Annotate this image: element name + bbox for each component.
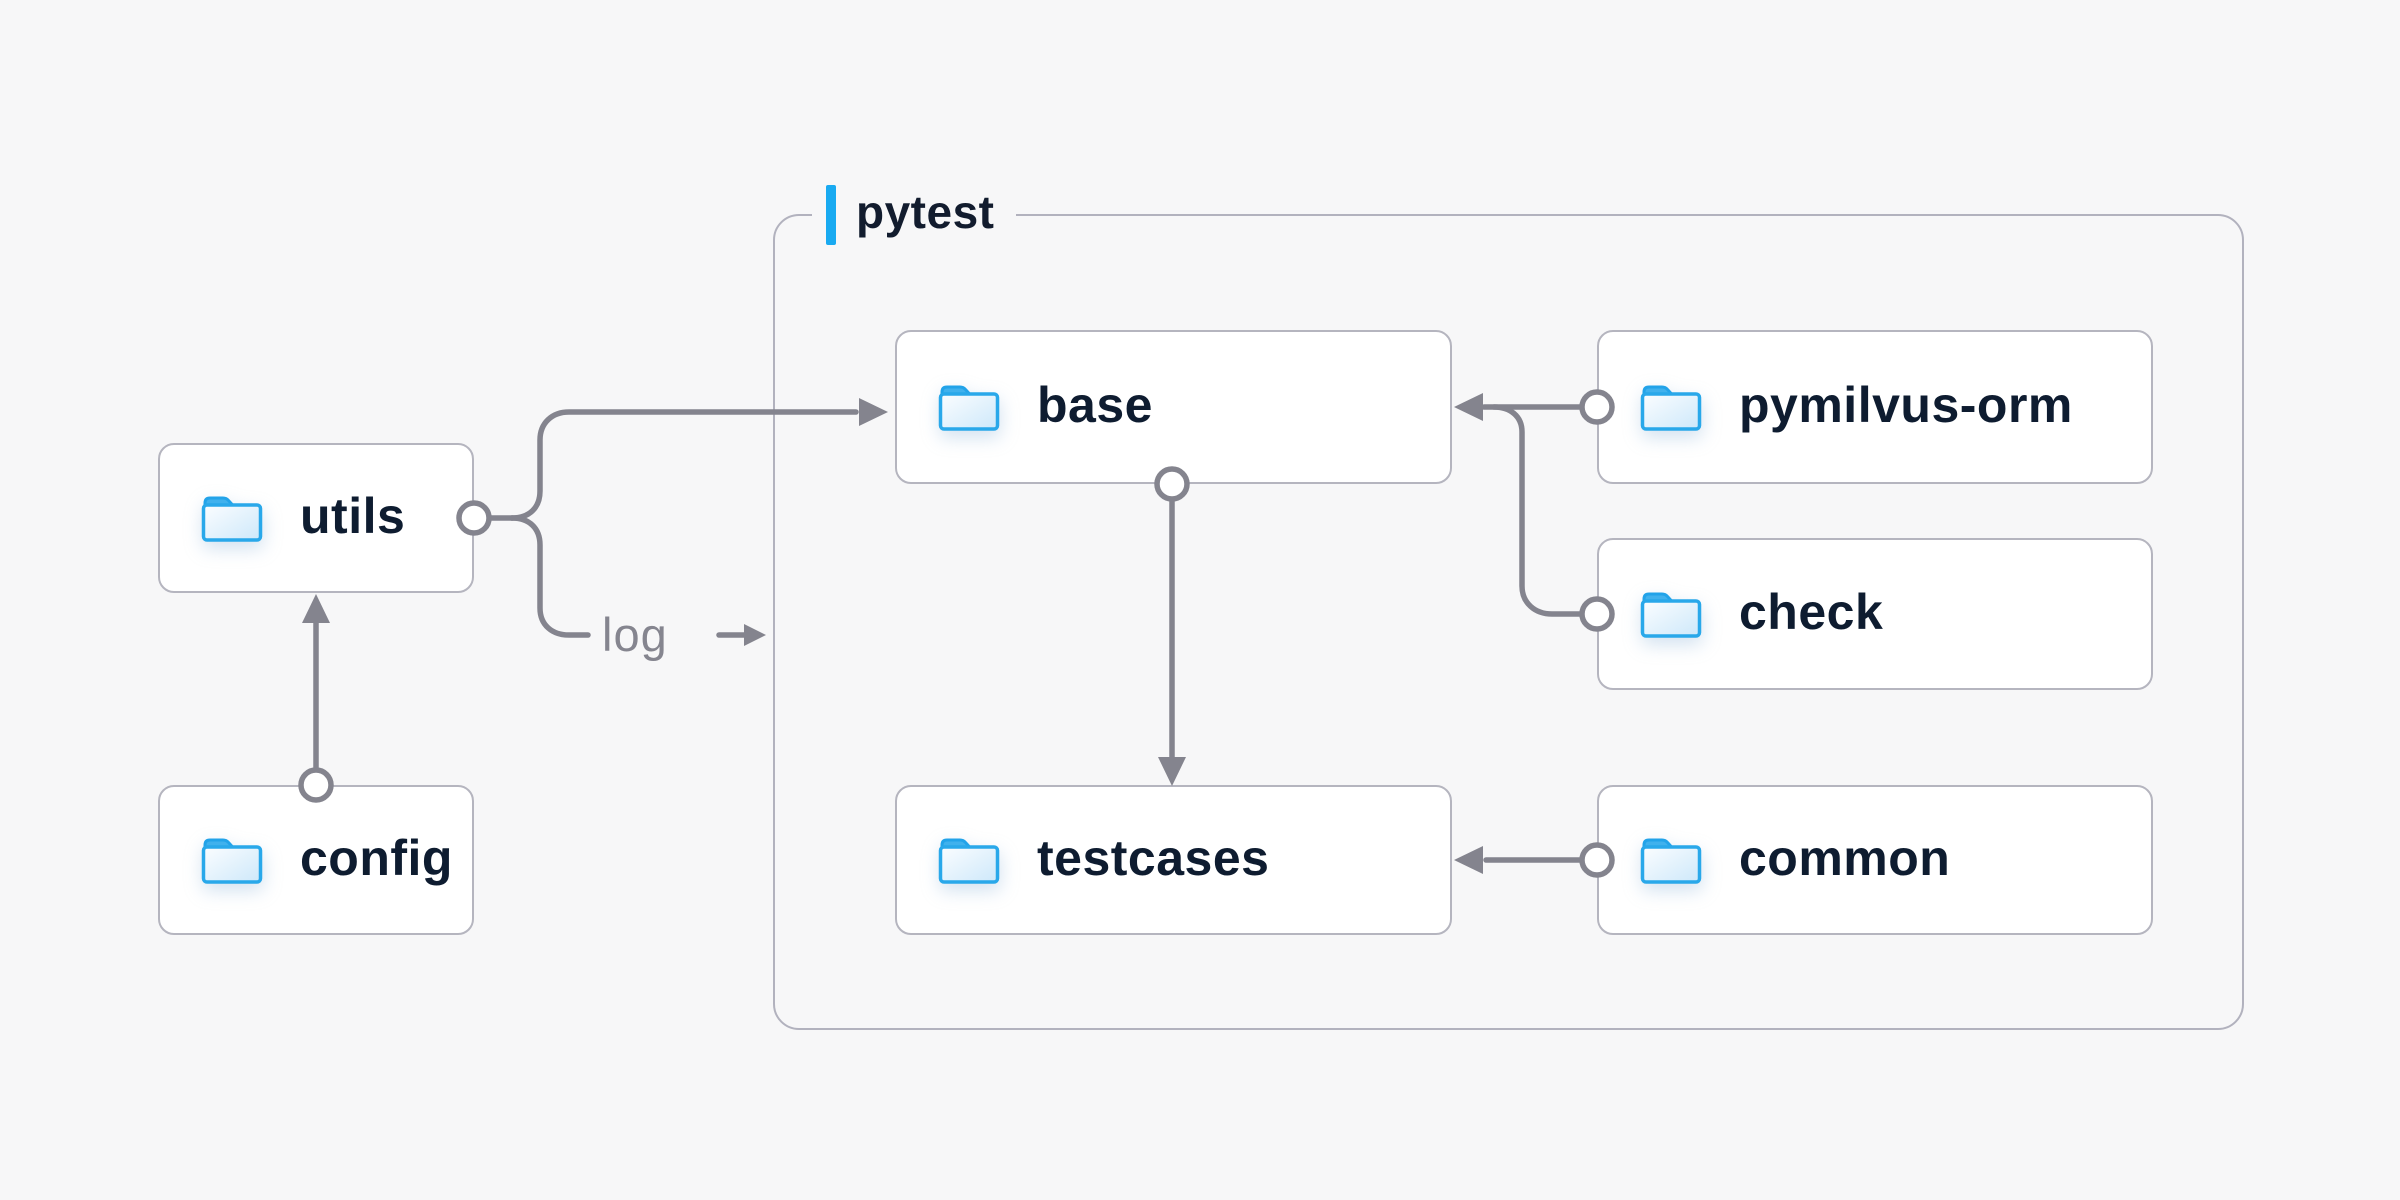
node-pymilvus-orm: pymilvus-orm [1597,330,2153,484]
node-label: config [300,830,453,886]
node-label: utils [300,488,406,544]
folder-icon [201,838,263,884]
folder-icon [201,496,263,542]
edge-utils-log [509,515,591,638]
arrowhead-into-utils [302,594,330,623]
accent-bar [826,185,836,245]
pytest-group-container [773,214,2244,1030]
pytest-group-label: pytest [812,183,1017,247]
node-base: base [895,330,1452,484]
folder-icon [938,385,1000,431]
node-label: common [1739,830,1951,886]
node-config: config [158,785,474,935]
node-label: check [1739,584,1884,640]
folder-icon [1640,592,1702,638]
node-label: testcases [1037,830,1270,886]
folder-icon [938,838,1000,884]
folder-icon [1640,385,1702,431]
node-common: common [1597,785,2153,935]
node-label: pymilvus-orm [1739,377,2073,433]
edge-label-log: log [602,608,668,661]
folder-icon [1640,838,1702,884]
arrowhead-log [744,624,766,646]
node-check: check [1597,538,2153,690]
node-testcases: testcases [895,785,1452,935]
pytest-group-label-text: pytest [856,186,995,238]
node-utils: utils [158,443,474,593]
node-label: base [1037,377,1153,433]
